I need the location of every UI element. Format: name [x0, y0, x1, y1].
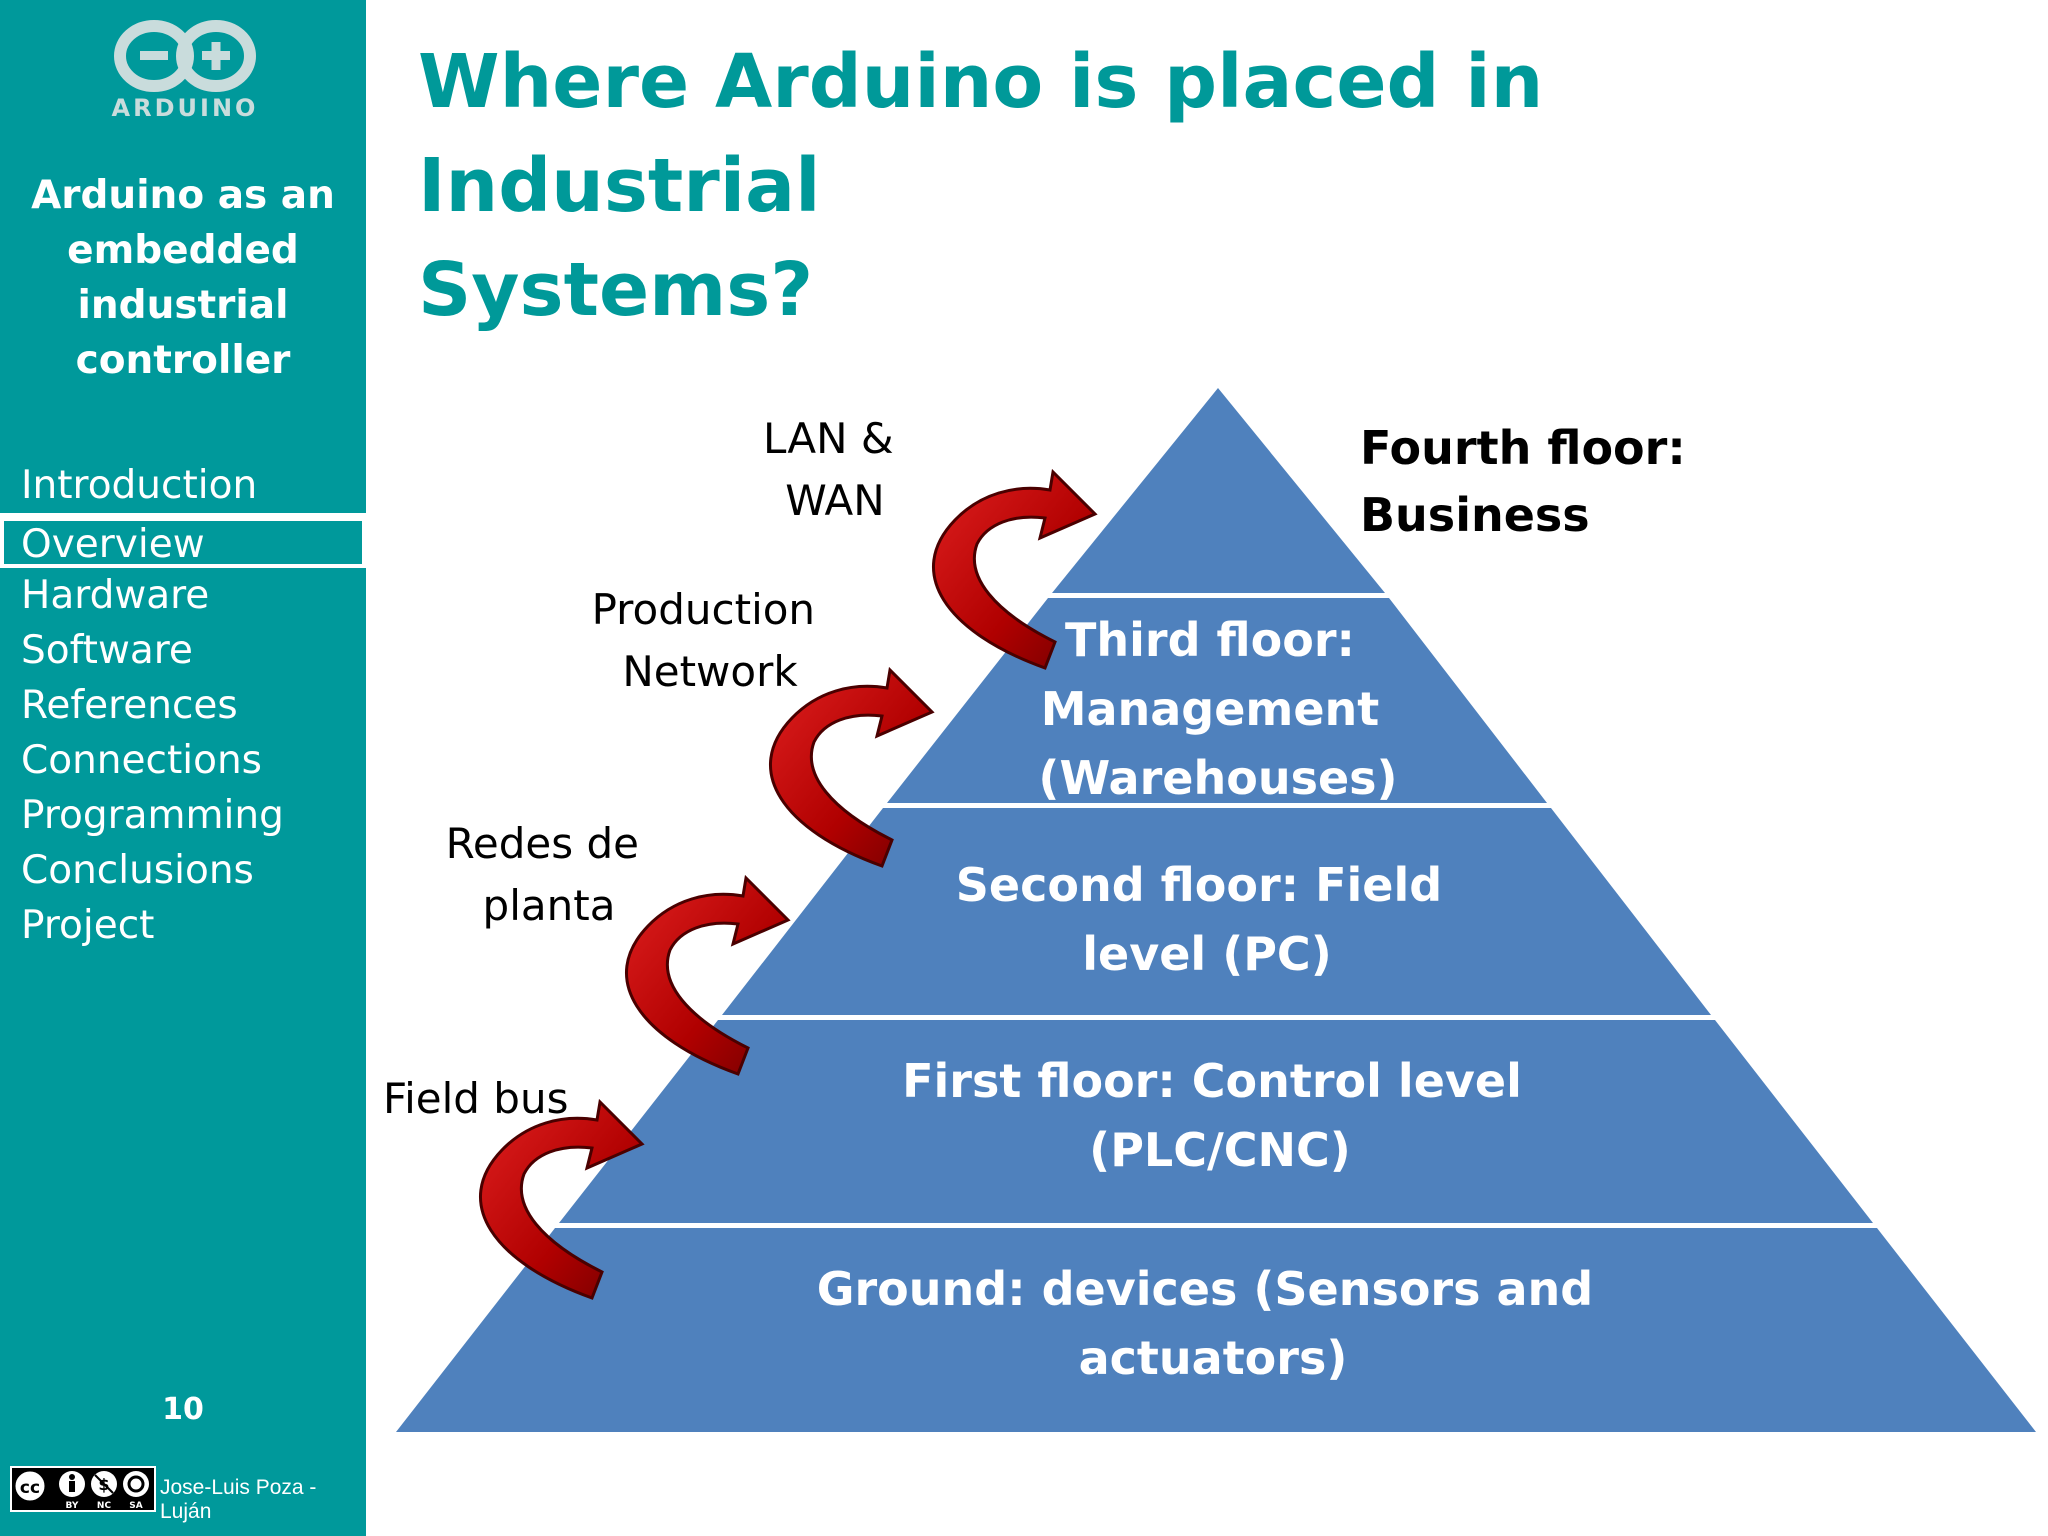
license-by-label: BY — [66, 1501, 79, 1511]
slide-title-line: Systems? — [418, 247, 814, 333]
pyramid-tier-fourth-floor — [1052, 388, 1385, 593]
network-label-production-network: Production Network — [592, 585, 829, 696]
pyramid-tier-ground — [396, 1228, 2036, 1432]
nav-divider — [0, 513, 366, 517]
page-number: 10 — [162, 1392, 204, 1427]
network-label-redes-de-planta: Redes de planta — [446, 819, 653, 930]
level-label-third-floor: Third floor: Management (Warehouses) — [1038, 613, 1397, 805]
nav-item-connections[interactable]: Connections — [21, 738, 262, 783]
logo-text: ARDUINO — [111, 94, 259, 122]
nav-item-conclusions[interactable]: Conclusions — [21, 848, 254, 893]
course-title-line: industrial — [77, 283, 289, 328]
arrow-redes-de-planta-icon — [625, 874, 791, 1076]
course-title-line: embedded — [67, 228, 299, 273]
nav-item-software[interactable]: Software — [21, 628, 193, 673]
nav-item-overview[interactable]: Overview — [0, 517, 366, 568]
nav-item-introduction[interactable]: Introduction — [21, 463, 258, 508]
level-label-fourth-floor: Fourth floor: Business — [1360, 421, 1702, 542]
creative-commons-license-icon: cc $ BY NC SA — [10, 1466, 156, 1512]
course-title-line: controller — [75, 338, 291, 383]
pyramid-tier-first-floor — [559, 1020, 1873, 1223]
network-label-lan-wan: LAN & WAN — [763, 414, 907, 525]
slide-title-line: Where Arduino is placed in Industrial — [418, 39, 1544, 229]
arduino-infinity-icon — [114, 20, 256, 92]
sidebar-nav: Introduction Overview Hardware Software … — [0, 458, 366, 953]
nav-item-project[interactable]: Project — [21, 903, 155, 948]
arrow-lan-wan-icon — [932, 468, 1098, 670]
network-label-field-bus: Field bus — [383, 1074, 568, 1123]
svg-text:cc: cc — [20, 1478, 40, 1498]
sidebar: ARDUINO Arduino as an embedded industria… — [0, 0, 366, 1536]
slide-title: Where Arduino is placed in Industrial Sy… — [418, 30, 1918, 342]
license-sa-label: SA — [129, 1501, 142, 1511]
level-label-first-floor: First floor: Control level (PLC/CNC) — [902, 1054, 1538, 1177]
arduino-logo: ARDUINO — [100, 14, 270, 132]
nav-item-references[interactable]: References — [21, 683, 238, 728]
author-name: Jose-Luis Poza -Luján — [160, 1476, 317, 1523]
course-title: Arduino as an embedded industrial contro… — [0, 168, 366, 388]
nav-item-hardware[interactable]: Hardware — [21, 573, 210, 618]
level-label-ground: Ground: devices (Sensors and actuators) — [817, 1262, 1610, 1385]
license-nc-label: NC — [97, 1501, 112, 1511]
level-label-second-floor: Second floor: Field level (PC) — [956, 858, 1458, 981]
arrow-field-bus-icon — [479, 1098, 645, 1300]
arrow-production-network-icon — [769, 666, 935, 868]
nav-item-programming[interactable]: Programming — [21, 793, 284, 838]
course-title-line: Arduino as an — [31, 173, 335, 218]
pyramid-tier-second-floor — [722, 808, 1711, 1015]
